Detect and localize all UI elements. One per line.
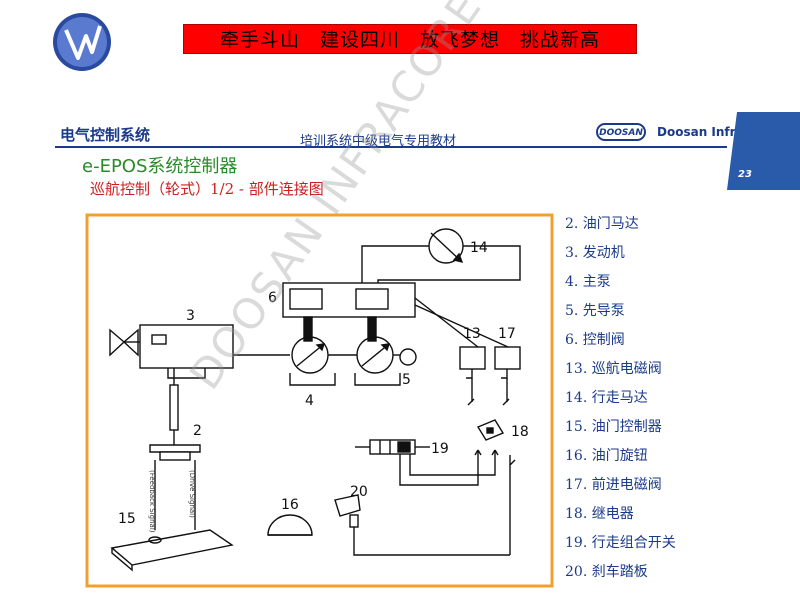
control-valve <box>282 282 509 348</box>
solenoid-valves <box>459 346 521 406</box>
main-pump <box>289 336 401 386</box>
travel-switch <box>355 439 516 555</box>
label-19: 19 <box>431 441 449 457</box>
slogan-banner: 牵手斗山 建设四川 放飞梦想 挑战新高 <box>183 24 637 54</box>
legend-item: 13. 巡航电磁阀 <box>565 361 662 377</box>
diagram-frame <box>85 213 554 588</box>
legend-item: 5. 先导泵 <box>565 303 625 319</box>
label-18: 18 <box>511 424 529 440</box>
section-title: 电气控制系统 <box>60 126 151 144</box>
drive-signal-label: (Drive Signal) <box>188 470 196 518</box>
throttle-controller <box>110 460 234 572</box>
legend-item: 2. 油门马达 <box>565 216 639 232</box>
legend-item: 3. 发动机 <box>565 245 625 261</box>
brake-pedal <box>334 494 510 556</box>
legend-item: 17. 前进电磁阀 <box>565 477 662 493</box>
engine <box>109 324 290 379</box>
travel-motor <box>361 228 521 283</box>
throttle-motor <box>149 368 201 461</box>
label-3: 3 <box>186 308 195 324</box>
label-5: 5 <box>402 372 411 388</box>
training-label: 培训系统中级电气专用教材 <box>300 134 457 149</box>
relay <box>476 419 505 441</box>
label-17: 17 <box>498 326 516 342</box>
label-13: 13 <box>463 326 481 342</box>
feedback-signal-label: (Feedback Signal) <box>148 470 156 533</box>
header-divider <box>55 146 727 148</box>
label-14: 14 <box>470 240 488 256</box>
label-4: 4 <box>305 393 314 409</box>
legend-item: 19. 行走组合开关 <box>565 535 676 551</box>
component-legend: 2. 油门马达 3. 发动机 4. 主泵 5. 先导泵 6. 控制阀 13. 巡… <box>565 210 676 587</box>
legend-item: 15. 油门控制器 <box>565 419 662 435</box>
legend-item: 4. 主泵 <box>565 274 611 290</box>
legend-item: 14. 行走马达 <box>565 390 648 406</box>
page-tab <box>727 112 800 190</box>
label-15: 15 <box>118 511 136 527</box>
page-number: 23 <box>738 169 752 180</box>
legend-item: 6. 控制阀 <box>565 332 625 348</box>
throttle-knob <box>267 514 313 536</box>
main-title: e-EPOS系统控制器 <box>82 156 238 177</box>
label-16: 16 <box>281 497 299 513</box>
label-2: 2 <box>193 423 202 439</box>
company-logo <box>53 13 111 71</box>
legend-item: 16. 油门旋钮 <box>565 448 648 464</box>
legend-item: 18. 继电器 <box>565 506 634 522</box>
label-6: 6 <box>268 290 277 306</box>
label-20: 20 <box>350 484 368 500</box>
pilot-pump <box>393 348 417 366</box>
sub-title: 巡航控制（轮式）1/2 - 部件连接图 <box>90 180 324 198</box>
doosan-badge: DOOSAN <box>596 123 646 141</box>
legend-item: 20. 刹车踏板 <box>565 564 648 580</box>
